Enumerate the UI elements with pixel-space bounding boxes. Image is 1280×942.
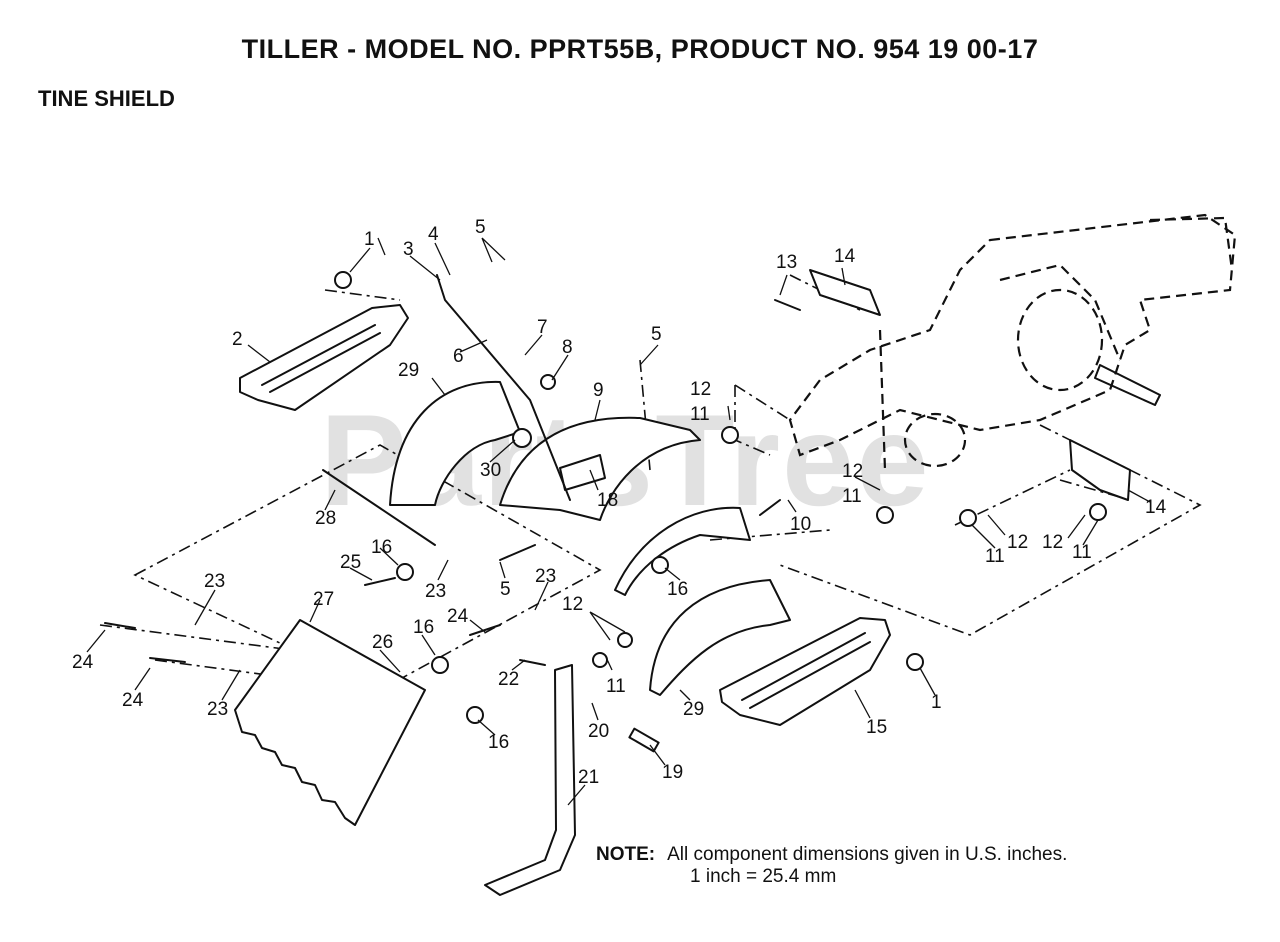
callout-3: 3	[403, 239, 414, 260]
callout-5: 5	[500, 579, 511, 600]
callout-1: 1	[931, 692, 942, 713]
rods	[322, 274, 571, 546]
callout-11: 11	[606, 676, 626, 697]
depth-bar	[484, 664, 576, 896]
leader-lines	[86, 237, 1151, 806]
callout-29: 29	[398, 360, 419, 381]
callout-2: 2	[232, 329, 243, 350]
note-line-2: 1 inch = 25.4 mm	[690, 866, 837, 887]
callout-5: 5	[475, 217, 486, 238]
callout-18: 18	[597, 490, 618, 511]
deflector-right	[719, 617, 891, 726]
callout-26: 26	[372, 632, 393, 653]
callouts: 1 1 2 3 4 5 5 5 6 7 8 9 10 11 11 11 11 1…	[72, 217, 1167, 788]
note-line-1: All component dimensions given in U.S. i…	[667, 844, 1068, 865]
callout-24: 24	[72, 652, 94, 673]
hardware	[104, 271, 1107, 753]
callout-1: 1	[364, 229, 375, 250]
callout-10: 10	[790, 514, 811, 535]
callout-16: 16	[488, 732, 509, 753]
callout-20: 20	[588, 721, 609, 742]
dimension-note: NOTE: All component dimensions given in U…	[596, 844, 1068, 887]
guide-lines	[99, 274, 1202, 691]
note-label: NOTE:	[596, 844, 656, 865]
tine-shield-right	[649, 579, 791, 696]
callout-4: 4	[428, 224, 439, 245]
deflector-left	[239, 304, 409, 411]
bracket-right	[1069, 439, 1131, 501]
callout-12: 12	[562, 594, 583, 615]
callout-15: 15	[866, 717, 887, 738]
callout-7: 7	[537, 317, 548, 338]
callout-16: 16	[413, 617, 434, 638]
callout-12: 12	[1007, 532, 1028, 553]
callout-23: 23	[207, 699, 228, 720]
callout-24: 24	[122, 690, 144, 711]
callout-6: 6	[453, 346, 464, 367]
callout-30: 30	[480, 460, 501, 481]
callout-23: 23	[425, 581, 446, 602]
callout-14: 14	[1145, 497, 1167, 518]
callout-12: 12	[842, 461, 863, 482]
callout-13: 13	[776, 252, 797, 273]
callout-12: 12	[1042, 532, 1063, 553]
callout-11: 11	[690, 404, 710, 425]
callout-16: 16	[371, 537, 392, 558]
callout-9: 9	[593, 380, 604, 401]
callout-8: 8	[562, 337, 573, 358]
hood	[499, 416, 701, 521]
callout-25: 25	[340, 552, 361, 573]
callout-29: 29	[683, 699, 704, 720]
tiller-frame	[788, 213, 1237, 471]
bracket-top	[809, 269, 881, 316]
callout-21: 21	[578, 767, 599, 788]
callout-5: 5	[651, 324, 662, 345]
callout-27: 27	[313, 589, 334, 610]
callout-23: 23	[204, 571, 225, 592]
hood-rear-bracket	[614, 506, 751, 596]
callout-19: 19	[662, 762, 683, 783]
callout-11: 11	[985, 546, 1005, 567]
callout-23: 23	[535, 566, 556, 587]
callout-16: 16	[667, 579, 688, 600]
section-title: TINE SHIELD	[38, 86, 175, 111]
page-title: TILLER - MODEL NO. PPRT55B, PRODUCT NO. …	[241, 34, 1039, 64]
callout-12: 12	[690, 379, 711, 400]
callout-28: 28	[315, 508, 336, 529]
callout-24: 24	[447, 606, 469, 627]
callout-11: 11	[1072, 542, 1092, 563]
flap	[234, 619, 426, 826]
tine-shield-left	[389, 380, 521, 506]
callout-22: 22	[498, 669, 519, 690]
callout-14: 14	[834, 246, 856, 267]
callout-11: 11	[842, 486, 862, 507]
